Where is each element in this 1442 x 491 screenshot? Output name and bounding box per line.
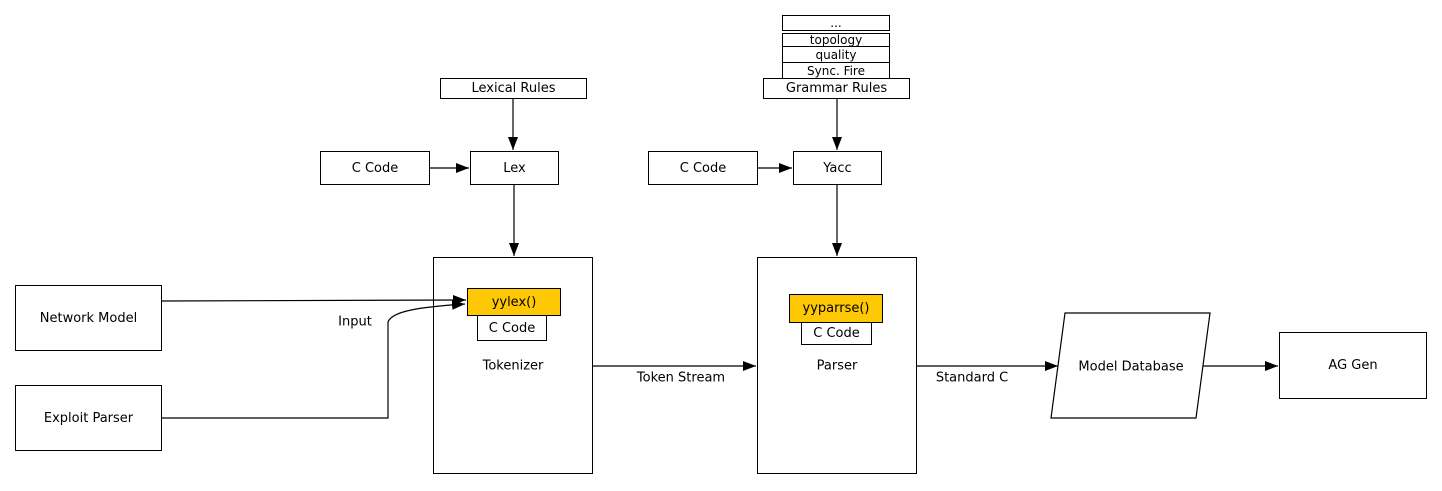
yyparse-box: yyparrse() [789, 294, 883, 323]
yacc-box: Yacc [793, 151, 882, 185]
grammar-rules-box: Grammar Rules [763, 78, 910, 99]
yylex-c-code-box: C Code [477, 315, 547, 341]
lexical-rules-box: Lexical Rules [440, 78, 587, 99]
lex-box: Lex [470, 151, 559, 185]
c-code-lex-box: C Code [320, 151, 430, 185]
network-model-box: Network Model [15, 285, 162, 351]
stack-item-sync-fire: Sync. Fire [782, 62, 890, 79]
tokenizer-box [433, 257, 593, 474]
exploit-parser-box: Exploit Parser [15, 385, 162, 451]
input-edge-label: Input [338, 314, 372, 330]
model-database-label: Model Database [1078, 359, 1184, 375]
standard-c-edge-label: Standard C [935, 370, 1009, 386]
yyparse-c-code-box: C Code [801, 322, 872, 345]
stack-item-quality: quality [782, 46, 890, 63]
yylex-box: yylex() [467, 288, 561, 316]
model-database-shape [1051, 313, 1210, 418]
c-code-yacc-box: C Code [648, 151, 758, 185]
arrow-exploit-parser-to-yylex [162, 299, 465, 418]
stack-item-topology: topology [782, 33, 890, 47]
parser-label: Parser [816, 358, 858, 374]
ag-gen-box: AG Gen [1279, 332, 1427, 399]
arrow-network-model-to-yylex [162, 295, 466, 306]
token-stream-edge-label: Token Stream [636, 370, 726, 386]
tokenizer-label: Tokenizer [482, 358, 544, 374]
stack-item-ellipsis: ... [782, 15, 890, 31]
parser-box [757, 257, 917, 474]
